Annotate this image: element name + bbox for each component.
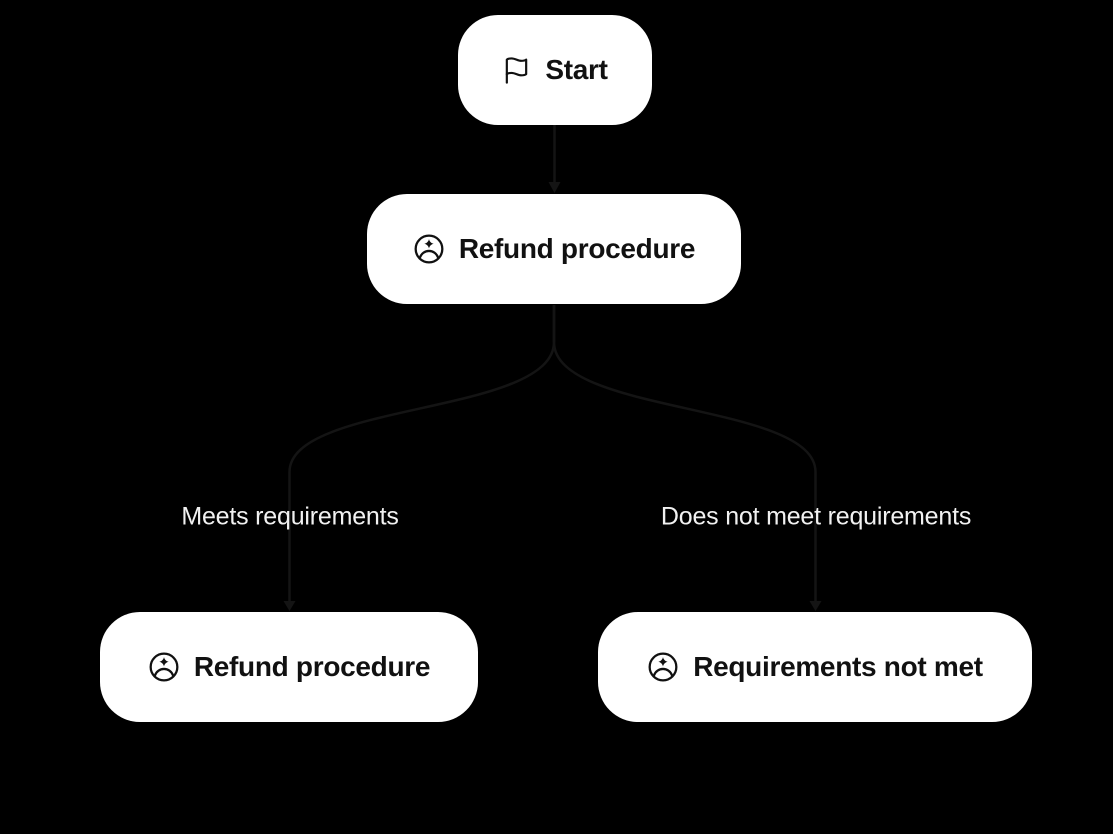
agent-icon (148, 651, 180, 683)
node-refund-procedure-left[interactable]: Refund procedure (100, 612, 478, 722)
node-start[interactable]: Start (458, 15, 652, 125)
node-refund-procedure-top[interactable]: Refund procedure (367, 194, 741, 304)
agent-icon (413, 233, 445, 265)
arrowhead-icon (548, 182, 561, 193)
edge-label-does-not-meet-requirements[interactable]: Does not meet requirements (660, 502, 972, 531)
edge-does-not-meet[interactable] (552, 305, 817, 608)
node-label: Refund procedure (193, 651, 431, 682)
edge-label-meets-requirements[interactable]: Meets requirements (181, 502, 399, 531)
node-label: Requirements not met (693, 651, 983, 682)
node-requirements-not-met[interactable]: Requirements not met (598, 612, 1032, 722)
node-label: Refund procedure (458, 233, 696, 264)
edge-meets-requirements[interactable] (288, 305, 556, 608)
agent-icon (647, 651, 679, 683)
arrowhead-icon (283, 601, 296, 611)
arrowhead-icon (809, 601, 822, 611)
node-label: Start (545, 54, 608, 85)
flag-icon (502, 56, 531, 85)
